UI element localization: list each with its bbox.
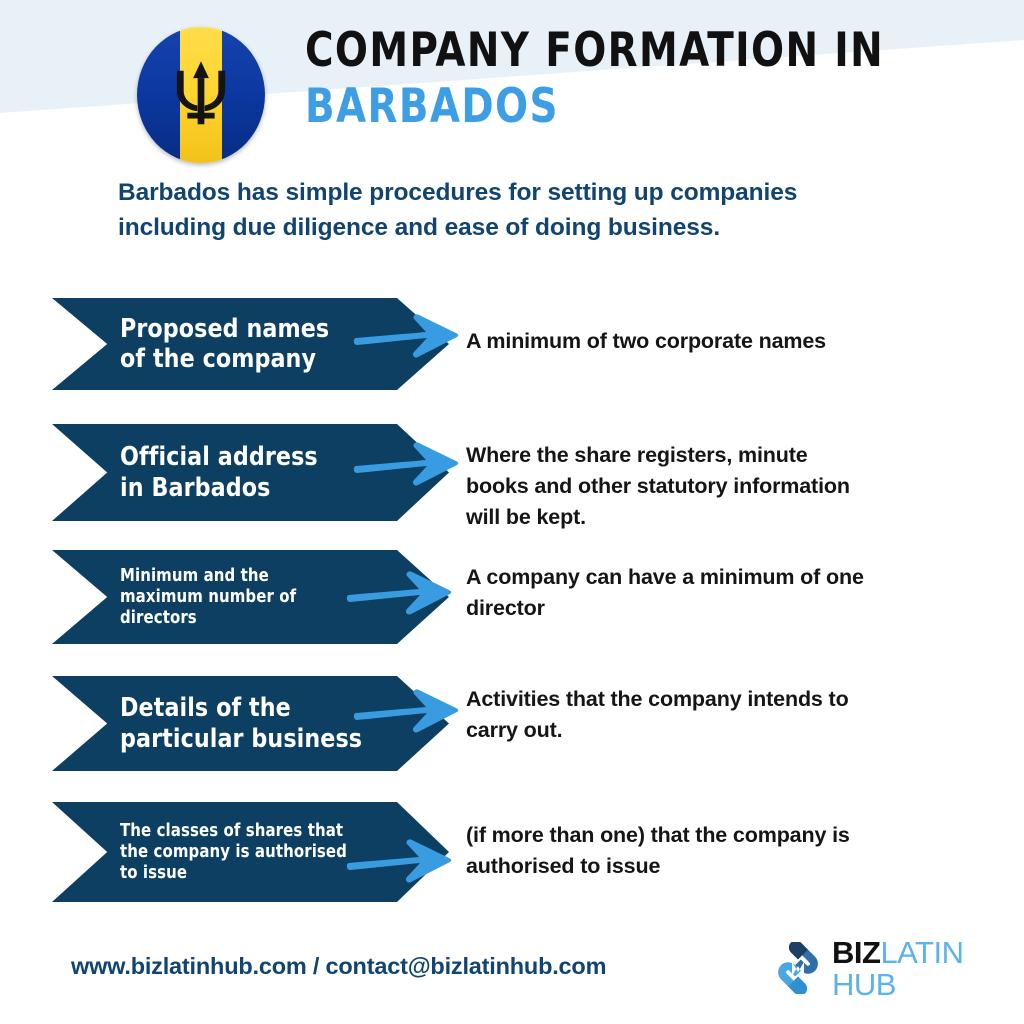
- logo-word-hub: HUB: [832, 967, 896, 1003]
- requirement-label-line: in Barbados: [120, 472, 271, 503]
- requirement-description-line: director: [466, 595, 545, 620]
- requirement-description-line: Activities that the company intends to: [466, 687, 849, 711]
- bizlatinhub-logo-mark-icon: [778, 942, 818, 994]
- logo-word-biz: BIZ: [832, 935, 881, 970]
- requirement-description-line: A company can have a minimum of one: [466, 565, 864, 589]
- requirement-description: Where the share registers, minute books a…: [466, 440, 966, 533]
- logo-wordmark: BIZLATIN HUB: [832, 935, 964, 1003]
- requirement-label-line: directors: [120, 607, 197, 628]
- requirement-label-line: the company is authorised: [120, 841, 347, 862]
- requirement-description: Activities that the company intends to ca…: [466, 684, 966, 746]
- logo-word-latin: LATIN: [880, 935, 964, 970]
- subtitle: Barbados has simple procedures for setti…: [118, 176, 948, 246]
- barbados-flag-circle-icon: [137, 27, 265, 163]
- arrow-right-icon: [345, 562, 455, 622]
- requirement-description-line: will be kept.: [466, 504, 586, 529]
- subtitle-line-2: including due diligence and ease of doin…: [118, 213, 721, 241]
- requirement-description: (if more than one) that the company is au…: [466, 820, 966, 882]
- requirement-description-line: A minimum of two corporate names: [466, 329, 826, 353]
- requirement-label-line: maximum number of: [120, 586, 297, 607]
- requirement-label-line: to issue: [120, 862, 188, 883]
- arrow-right-icon: [352, 433, 462, 493]
- requirement-label-line: Proposed names: [120, 313, 330, 344]
- bizlatinhub-logo[interactable]: BIZLATIN HUB: [772, 937, 964, 1001]
- page-title: COMPANY FORMATION IN BARBADOS: [305, 23, 1005, 134]
- arrow-right-icon: [345, 830, 455, 890]
- requirement-label-line: The classes of shares that: [120, 820, 344, 841]
- requirement-label-line: of the company: [120, 344, 317, 374]
- arrow-right-icon: [352, 305, 462, 365]
- requirement-label-line: particular business: [120, 723, 363, 754]
- arrow-right-icon: [352, 680, 462, 740]
- subtitle-line-1: Barbados has simple procedures for setti…: [118, 179, 798, 206]
- requirement-description-line: authorised to issue: [466, 853, 661, 878]
- title-line-2: BARBADOS: [305, 78, 559, 134]
- requirement-description-line: books and other statutory information: [466, 473, 850, 498]
- requirement-description: A company can have a minimum of one direc…: [466, 562, 966, 624]
- title-line-1: COMPANY FORMATION IN: [305, 23, 885, 78]
- footer-contact[interactable]: www.bizlatinhub.com / contact@bizlatinhu…: [71, 953, 607, 979]
- requirement-description-line: carry out.: [466, 717, 563, 742]
- requirement-label-line: Minimum and the: [120, 565, 269, 586]
- requirement-description-line: Where the share registers, minute: [466, 443, 808, 467]
- requirement-description: A minimum of two corporate names: [466, 326, 966, 357]
- requirement-description-line: (if more than one) that the company is: [466, 823, 850, 847]
- header: COMPANY FORMATION IN BARBADOS: [0, 0, 1024, 170]
- requirement-label-line: Official address: [120, 442, 318, 473]
- requirement-label-line: Details of the: [120, 693, 291, 724]
